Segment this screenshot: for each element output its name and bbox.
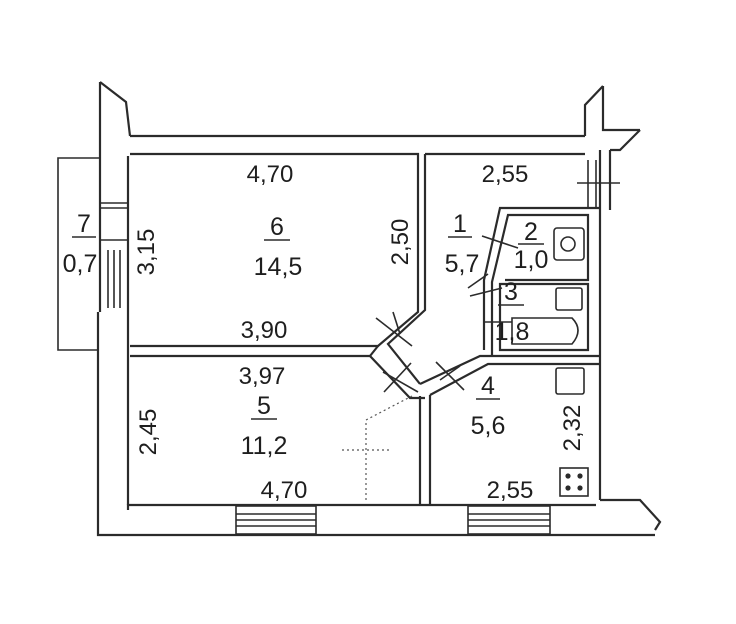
dimension-labels: 4,70 2,50 3,90 3,15 3,97 2,45 4,70 2,55 …: [133, 161, 586, 504]
room-3-area: 1,8: [495, 318, 530, 346]
room-4-number: 4: [481, 372, 495, 400]
dim-room1-top: 2,55: [482, 161, 529, 188]
door-marks: [375, 235, 519, 393]
windows: [235, 160, 620, 535]
room-1-area: 5,7: [445, 250, 480, 278]
room-2-number: 2: [524, 218, 538, 246]
room-labels: 6 14,5 5 11,2 1 5,7 2 1,0 3 1,8 4 5,6 7 …: [63, 210, 549, 460]
dim-room6-bottom: 3,90: [241, 317, 288, 344]
room-5-number: 5: [257, 392, 271, 420]
dim-room5-top: 3,97: [239, 363, 286, 390]
room-6-area: 14,5: [254, 253, 303, 281]
dim-room4-right: 2,32: [559, 405, 586, 452]
dim-room6-left: 3,15: [133, 229, 160, 276]
dim-room5-bottom: 4,70: [261, 477, 308, 504]
room-3-number: 3: [504, 278, 518, 306]
dim-room6-top: 4,70: [247, 161, 294, 188]
balcony-room-7: [57, 157, 128, 351]
interior-walls: [130, 152, 600, 505]
outer-walls: [96, 81, 662, 537]
stove-icon: [559, 467, 589, 497]
room-5-area: 11,2: [241, 432, 288, 460]
room-4-area: 5,6: [471, 412, 506, 440]
dim-room4-bottom: 2,55: [487, 477, 534, 504]
room-1-number: 1: [453, 210, 467, 238]
fixtures: [342, 227, 589, 500]
room-2-area: 1,0: [514, 246, 549, 274]
dim-room6-right: 2,50: [387, 219, 414, 266]
room-7-area: 0,7: [63, 250, 98, 278]
dim-room5-left: 2,45: [135, 409, 162, 456]
room-7-number: 7: [77, 210, 91, 238]
room-6-number: 6: [270, 213, 284, 241]
